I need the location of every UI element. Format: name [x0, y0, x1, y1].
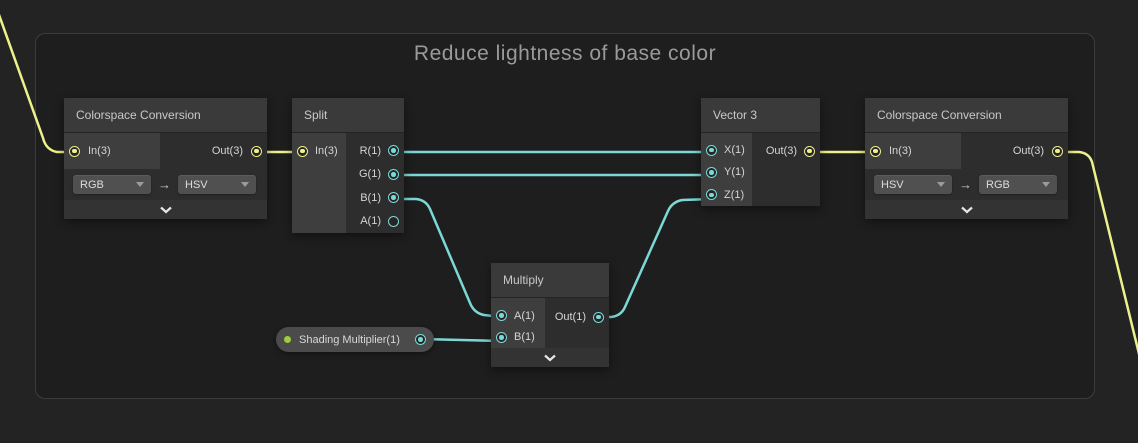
vector3-z-port[interactable] [706, 189, 717, 201]
node-colorspace-conversion-right[interactable]: Colorspace Conversion In(3) Out(3) HSV →… [865, 98, 1068, 219]
cc-right-in-port[interactable] [870, 145, 881, 157]
wire-split-b-to-multiply-a[interactable] [392, 197, 504, 319]
dropdown-caret-icon [937, 182, 945, 187]
multiply-a-label: A(1) [514, 309, 535, 322]
node-title[interactable]: Split [292, 98, 404, 133]
cc-left-from-value: RGB [80, 178, 104, 191]
split-r-port[interactable] [388, 145, 399, 157]
vector3-out-port[interactable] [804, 145, 815, 157]
wire-multiply-out-to-z[interactable] [597, 197, 714, 319]
cc-left-to-dropdown[interactable]: HSV [178, 175, 256, 194]
property-label: Shading Multiplier(1) [299, 333, 400, 346]
cc-left-to-value: HSV [185, 178, 208, 191]
cc-right-out-port[interactable] [1052, 145, 1063, 157]
cc-right-from-dropdown[interactable]: HSV [874, 175, 952, 194]
cc-right-collapse-button[interactable] [865, 200, 1068, 219]
conversion-arrow-icon: → [158, 177, 171, 192]
cc-right-out-label: Out(3) [1012, 145, 1044, 157]
multiply-b-label: B(1) [514, 331, 535, 344]
collapse-chevron-icon [544, 354, 556, 361]
node-title[interactable]: Vector 3 [701, 98, 820, 133]
multiply-collapse-button[interactable] [491, 348, 609, 367]
cc-right-in-label: In(3) [889, 145, 912, 157]
dropdown-caret-icon [241, 182, 249, 187]
node-colorspace-conversion-left[interactable]: Colorspace Conversion In(3) Out(3) RGB →… [64, 98, 267, 219]
dropdown-caret-icon [1042, 182, 1050, 187]
cc-left-in-label: In(3) [88, 145, 111, 157]
multiply-b-port[interactable] [496, 331, 507, 343]
cc-left-out-label: Out(3) [211, 145, 243, 157]
split-b-port[interactable] [388, 192, 399, 204]
conversion-arrow-icon: → [959, 177, 972, 192]
cc-left-out-port[interactable] [251, 145, 262, 157]
cc-left-collapse-button[interactable] [64, 200, 267, 219]
group-title[interactable]: Reduce lightness of base color [413, 42, 717, 65]
split-in-port[interactable] [297, 145, 308, 157]
split-in-label: In(3) [315, 145, 338, 157]
node-split[interactable]: Split In(3) R(1) G(1) B(1) A(1) [292, 98, 404, 233]
dropdown-caret-icon [136, 182, 144, 187]
vector3-z-label: Z(1) [724, 188, 745, 201]
collapse-chevron-icon [960, 206, 973, 213]
wire-external-input[interactable] [0, 12, 75, 154]
split-b-label: B(1) [360, 191, 381, 204]
node-title[interactable]: Colorspace Conversion [865, 98, 1068, 133]
cc-right-from-value: HSV [881, 178, 904, 191]
property-out-port[interactable] [415, 334, 426, 345]
cc-right-to-value: RGB [986, 178, 1010, 191]
vector3-y-label: Y(1) [724, 166, 745, 179]
vector3-x-port[interactable] [706, 144, 717, 156]
cc-right-to-dropdown[interactable]: RGB [979, 175, 1057, 194]
node-title[interactable]: Multiply [491, 263, 609, 298]
vector3-x-label: X(1) [724, 144, 745, 157]
property-node-shading-multiplier[interactable]: Shading Multiplier(1) [276, 327, 434, 352]
property-type-dot-icon [284, 336, 291, 343]
vector3-y-port[interactable] [706, 166, 717, 178]
split-r-label: R(1) [359, 144, 381, 157]
wire-property-to-multiply-b[interactable] [419, 337, 504, 343]
multiply-a-port[interactable] [496, 310, 507, 322]
vector3-out-label: Out(3) [765, 145, 797, 157]
node-vector3[interactable]: Vector 3 X(1) Y(1) Z(1) Out(3) [701, 98, 820, 206]
cc-left-from-dropdown[interactable]: RGB [73, 175, 151, 194]
multiply-out-label: Out(1) [554, 311, 586, 323]
wire-ccright-output[interactable] [1056, 150, 1138, 362]
split-a-label: A(1) [360, 215, 381, 228]
multiply-out-port[interactable] [593, 311, 604, 323]
split-g-port[interactable] [388, 168, 399, 180]
collapse-chevron-icon [159, 206, 172, 213]
cc-left-in-port[interactable] [69, 145, 80, 157]
split-g-label: G(1) [359, 168, 381, 181]
node-title[interactable]: Colorspace Conversion [64, 98, 267, 133]
node-multiply[interactable]: Multiply A(1) B(1) Out(1) [491, 263, 609, 367]
split-a-port[interactable] [388, 215, 399, 227]
